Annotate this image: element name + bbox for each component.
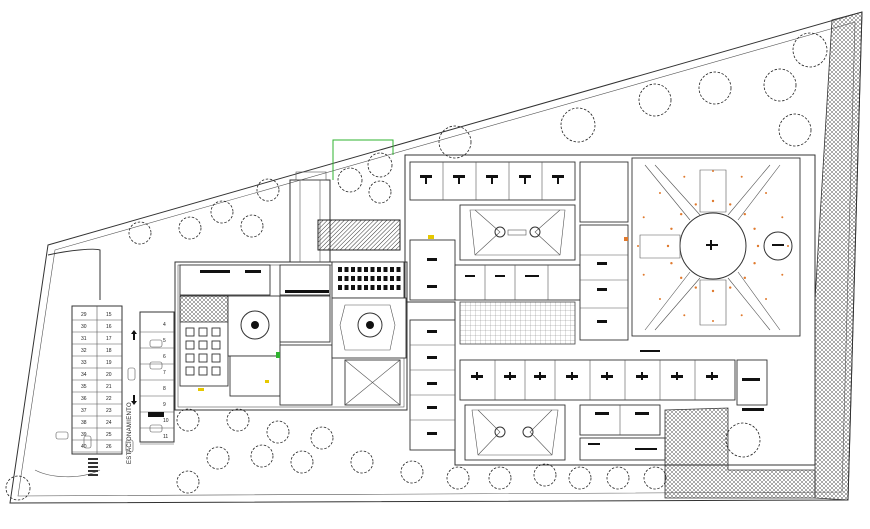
tree-icon [792,32,828,68]
parking-stall-number: 7 [163,370,166,376]
tree-icon [250,444,274,468]
circular-pavilion [631,157,801,411]
central-column-rooms [409,161,576,451]
parking-stall-number: 35 [81,384,87,390]
left-wing [179,264,407,406]
tree-icon [778,113,812,147]
parking-stall-number: 9 [163,402,166,408]
parking-stall-number: 32 [81,348,87,354]
access-road [47,248,101,300]
tree-icon [568,466,592,490]
parking-stall-number: 16 [106,324,112,330]
parking-stall-number: 4 [163,322,166,328]
parking-stall-number: 26 [106,444,112,450]
tree-icon [438,125,472,159]
tree-icon [176,408,200,432]
parking-stall-number: 36 [81,396,87,402]
parking-stall-number: 29 [81,312,87,318]
parking-stall-number: 8 [163,386,166,392]
tree-icon [310,426,334,450]
tree-icon [698,71,732,105]
trees [5,32,828,501]
parking-stall-number: 18 [106,348,112,354]
parking-stall-number: 33 [81,360,87,366]
tree-icon [725,422,761,458]
right-classroom-block [459,161,768,461]
tree-icon [178,216,202,240]
parking-stall-number: 20 [106,372,112,378]
tree-icon [240,214,264,238]
parking-stall-number: 11 [163,434,168,440]
parking-stall-number: 25 [106,432,112,438]
tree-icon [446,466,470,490]
tree-icon [638,83,672,117]
tree-icon [400,460,424,484]
tree-icon [488,466,512,490]
tree-icon [226,408,250,432]
perimeter-hatched-strip [814,11,863,501]
tree-icon [266,420,290,444]
parking-stall-number: 24 [106,420,112,426]
parking-stall-number: 22 [106,396,112,402]
tree-icon [606,466,630,490]
parking-stall-number: 37 [81,408,87,414]
parking-stall-number: 38 [81,420,87,426]
tree-icon [533,463,557,487]
parking-label: ESTACIONAMIENTO [127,402,133,464]
parking-stall-number: 6 [163,354,166,360]
tree-icon [643,466,667,490]
tree-icon [210,200,234,224]
parking-stall-number: 30 [81,324,87,330]
parking-stall-number: 39 [81,432,87,438]
parking-stall-number: 15 [106,312,112,318]
tree-icon [367,152,393,178]
tree-icon [763,68,797,102]
parking-stalls-side: 4 5 6 7 8 9 10 11 [140,322,174,445]
parking-stall-number: 23 [106,408,112,414]
parking-stall-number: 31 [81,336,87,342]
parking-stall-number: 5 [163,338,166,344]
tree-icon [337,167,363,193]
tree-icon [5,475,31,501]
tree-icon [560,107,596,143]
parking-stall-number: 19 [106,360,112,366]
parking-stalls-right: 15 16 17 18 19 20 21 22 23 24 25 26 [97,312,122,453]
parking-stall-number: 17 [106,336,112,342]
tree-icon [128,221,152,245]
parking-stall-number: 21 [106,384,112,390]
covered-area-hatched [317,219,401,251]
tree-icon [368,180,392,204]
arrow-down-icon [131,395,137,405]
tree-icon [350,450,374,474]
car-icons [55,339,163,453]
crosswalk [88,458,98,476]
tree-icon [256,178,280,202]
tree-icon [176,470,200,494]
parking-stall-number: 34 [81,372,87,378]
parking-stall-number: 10 [163,418,169,424]
tree-icon [290,450,314,474]
tree-icon [206,446,230,470]
auditorium-seating [331,261,405,299]
bottom-hatched-area [664,407,816,499]
central-courtyards [454,204,581,461]
arrow-up-icon [131,330,137,340]
